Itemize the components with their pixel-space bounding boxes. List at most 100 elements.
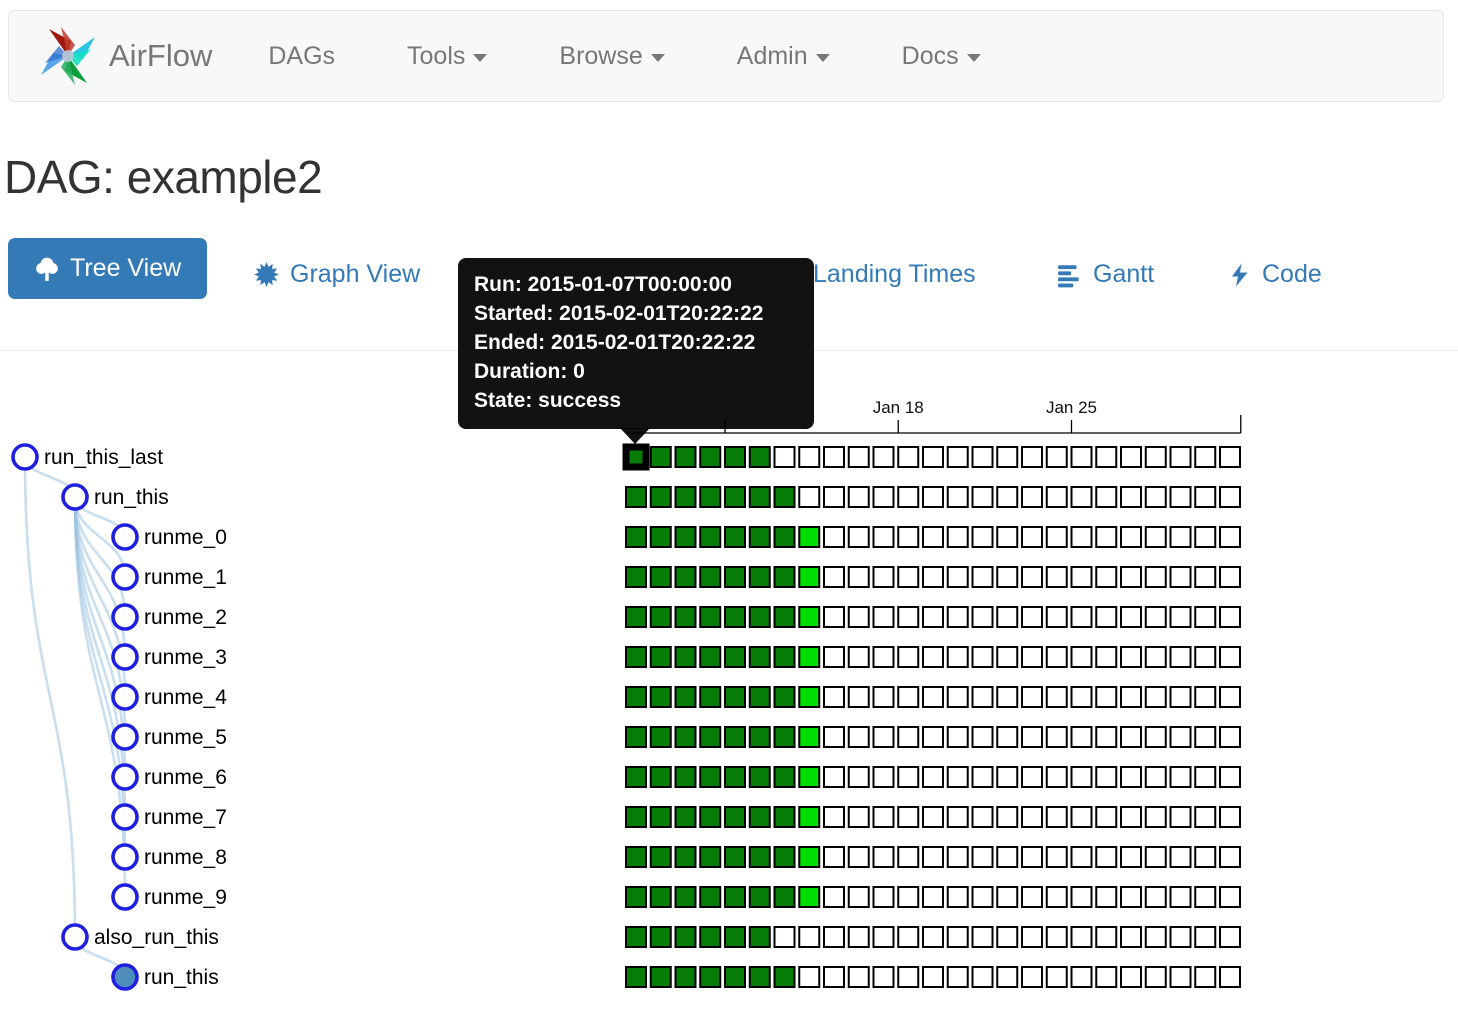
task-instance-cell[interactable] — [996, 486, 1019, 508]
task-node-circle[interactable] — [111, 523, 139, 551]
task-instance-cell[interactable] — [748, 846, 771, 868]
task-instance-cell[interactable] — [748, 926, 771, 948]
task-instance-cell[interactable] — [1070, 566, 1093, 588]
task-instance-cell[interactable] — [1045, 526, 1068, 548]
task-instance-cell[interactable] — [625, 926, 647, 948]
task-instance-cell[interactable] — [674, 726, 697, 748]
task-label[interactable]: run_this_last — [44, 446, 163, 469]
task-instance-cell[interactable] — [748, 606, 771, 628]
task-instance-cell[interactable] — [1070, 846, 1093, 868]
task-instance-cell[interactable] — [922, 726, 944, 748]
task-instance-cell[interactable] — [996, 886, 1019, 908]
task-instance-cell[interactable] — [847, 686, 870, 708]
task-instance-cell[interactable] — [971, 806, 994, 828]
task-instance-cell[interactable] — [996, 806, 1019, 828]
nav-item-tools[interactable]: Tools — [407, 42, 488, 71]
task-instance-cell[interactable] — [773, 446, 796, 468]
task-instance-cell[interactable] — [946, 966, 969, 988]
task-instance-cell[interactable] — [1095, 806, 1118, 828]
task-instance-cell[interactable] — [674, 566, 697, 588]
task-instance-cell[interactable] — [748, 566, 771, 588]
task-instance-cell[interactable] — [773, 846, 796, 868]
task-instance-cell[interactable] — [674, 886, 697, 908]
task-instance-cell[interactable] — [1194, 646, 1217, 668]
task-instance-cell[interactable] — [773, 566, 796, 588]
task-instance-cell[interactable] — [922, 526, 944, 548]
task-instance-cell[interactable] — [798, 726, 821, 748]
task-instance-cell[interactable] — [1169, 686, 1192, 708]
task-instance-cell[interactable] — [872, 606, 895, 628]
task-instance-cell[interactable] — [724, 926, 746, 948]
task-instance-cell[interactable] — [823, 566, 845, 588]
task-instance-cell[interactable] — [1120, 846, 1142, 868]
task-instance-cell[interactable] — [1194, 766, 1217, 788]
task-instance-cell[interactable] — [847, 886, 870, 908]
task-instance-cell[interactable] — [1045, 446, 1068, 468]
task-instance-cell[interactable] — [1219, 486, 1241, 508]
task-instance-cell[interactable] — [1095, 486, 1118, 508]
task-instance-cell[interactable] — [922, 686, 944, 708]
task-instance-cell[interactable] — [1169, 486, 1192, 508]
task-instance-cell[interactable] — [946, 886, 969, 908]
task-instance-cell[interactable] — [1194, 886, 1217, 908]
task-instance-cell[interactable] — [1194, 686, 1217, 708]
task-instance-cell[interactable] — [847, 566, 870, 588]
task-instance-cell[interactable] — [748, 726, 771, 748]
task-instance-cell[interactable] — [847, 806, 870, 828]
task-instance-cell[interactable] — [1120, 526, 1142, 548]
task-instance-cell[interactable] — [798, 886, 821, 908]
airflow-brand[interactable]: AirFlow — [37, 19, 212, 93]
task-instance-cell[interactable] — [1219, 726, 1241, 748]
task-instance-cell[interactable] — [649, 726, 672, 748]
task-instance-cell[interactable] — [625, 486, 647, 508]
task-instance-cell[interactable] — [724, 526, 746, 548]
task-instance-cell[interactable] — [897, 766, 920, 788]
task-instance-cell[interactable] — [1120, 646, 1142, 668]
task-instance-cell[interactable] — [823, 966, 845, 988]
task-instance-cell[interactable] — [897, 926, 920, 948]
task-label[interactable]: runme_8 — [144, 846, 227, 869]
task-instance-cell[interactable] — [1045, 726, 1068, 748]
task-instance-cell[interactable] — [724, 726, 746, 748]
task-instance-cell[interactable] — [699, 806, 722, 828]
task-instance-cell[interactable] — [971, 846, 994, 868]
task-instance-cell[interactable] — [649, 966, 672, 988]
task-instance-cell[interactable] — [1045, 686, 1068, 708]
task-instance-cell[interactable] — [1070, 686, 1093, 708]
task-instance-cell[interactable] — [1021, 766, 1043, 788]
task-instance-cell[interactable] — [946, 766, 969, 788]
task-instance-cell[interactable] — [1120, 966, 1142, 988]
task-instance-cell[interactable] — [649, 766, 672, 788]
nav-item-docs[interactable]: Docs — [902, 42, 981, 71]
task-node-circle[interactable] — [111, 843, 139, 871]
task-instance-cell[interactable] — [1095, 606, 1118, 628]
task-instance-cell[interactable] — [922, 566, 944, 588]
task-instance-cell[interactable] — [1045, 566, 1068, 588]
task-instance-cell[interactable] — [1169, 606, 1192, 628]
task-instance-cell-highlighted[interactable] — [622, 443, 650, 471]
task-instance-cell[interactable] — [1045, 646, 1068, 668]
task-instance-cell[interactable] — [798, 606, 821, 628]
task-instance-cell[interactable] — [1169, 846, 1192, 868]
task-instance-cell[interactable] — [1045, 486, 1068, 508]
task-instance-cell[interactable] — [1144, 566, 1167, 588]
task-node-circle[interactable] — [111, 643, 139, 671]
task-instance-cell[interactable] — [1219, 646, 1241, 668]
task-instance-cell[interactable] — [1120, 686, 1142, 708]
task-instance-cell[interactable] — [625, 766, 647, 788]
task-instance-cell[interactable] — [1144, 766, 1167, 788]
task-instance-cell[interactable] — [798, 966, 821, 988]
task-instance-cell[interactable] — [1169, 966, 1192, 988]
task-instance-cell[interactable] — [1144, 646, 1167, 668]
task-instance-cell[interactable] — [1144, 486, 1167, 508]
tab-tree-view[interactable]: Tree View — [8, 238, 208, 299]
task-instance-cell[interactable] — [971, 446, 994, 468]
task-instance-cell[interactable] — [847, 646, 870, 668]
task-instance-cell[interactable] — [922, 806, 944, 828]
task-instance-cell[interactable] — [996, 686, 1019, 708]
task-instance-cell[interactable] — [1219, 926, 1241, 948]
task-instance-cell[interactable] — [996, 646, 1019, 668]
task-instance-cell[interactable] — [1045, 766, 1068, 788]
task-instance-cell[interactable] — [773, 926, 796, 948]
task-instance-cell[interactable] — [1070, 886, 1093, 908]
